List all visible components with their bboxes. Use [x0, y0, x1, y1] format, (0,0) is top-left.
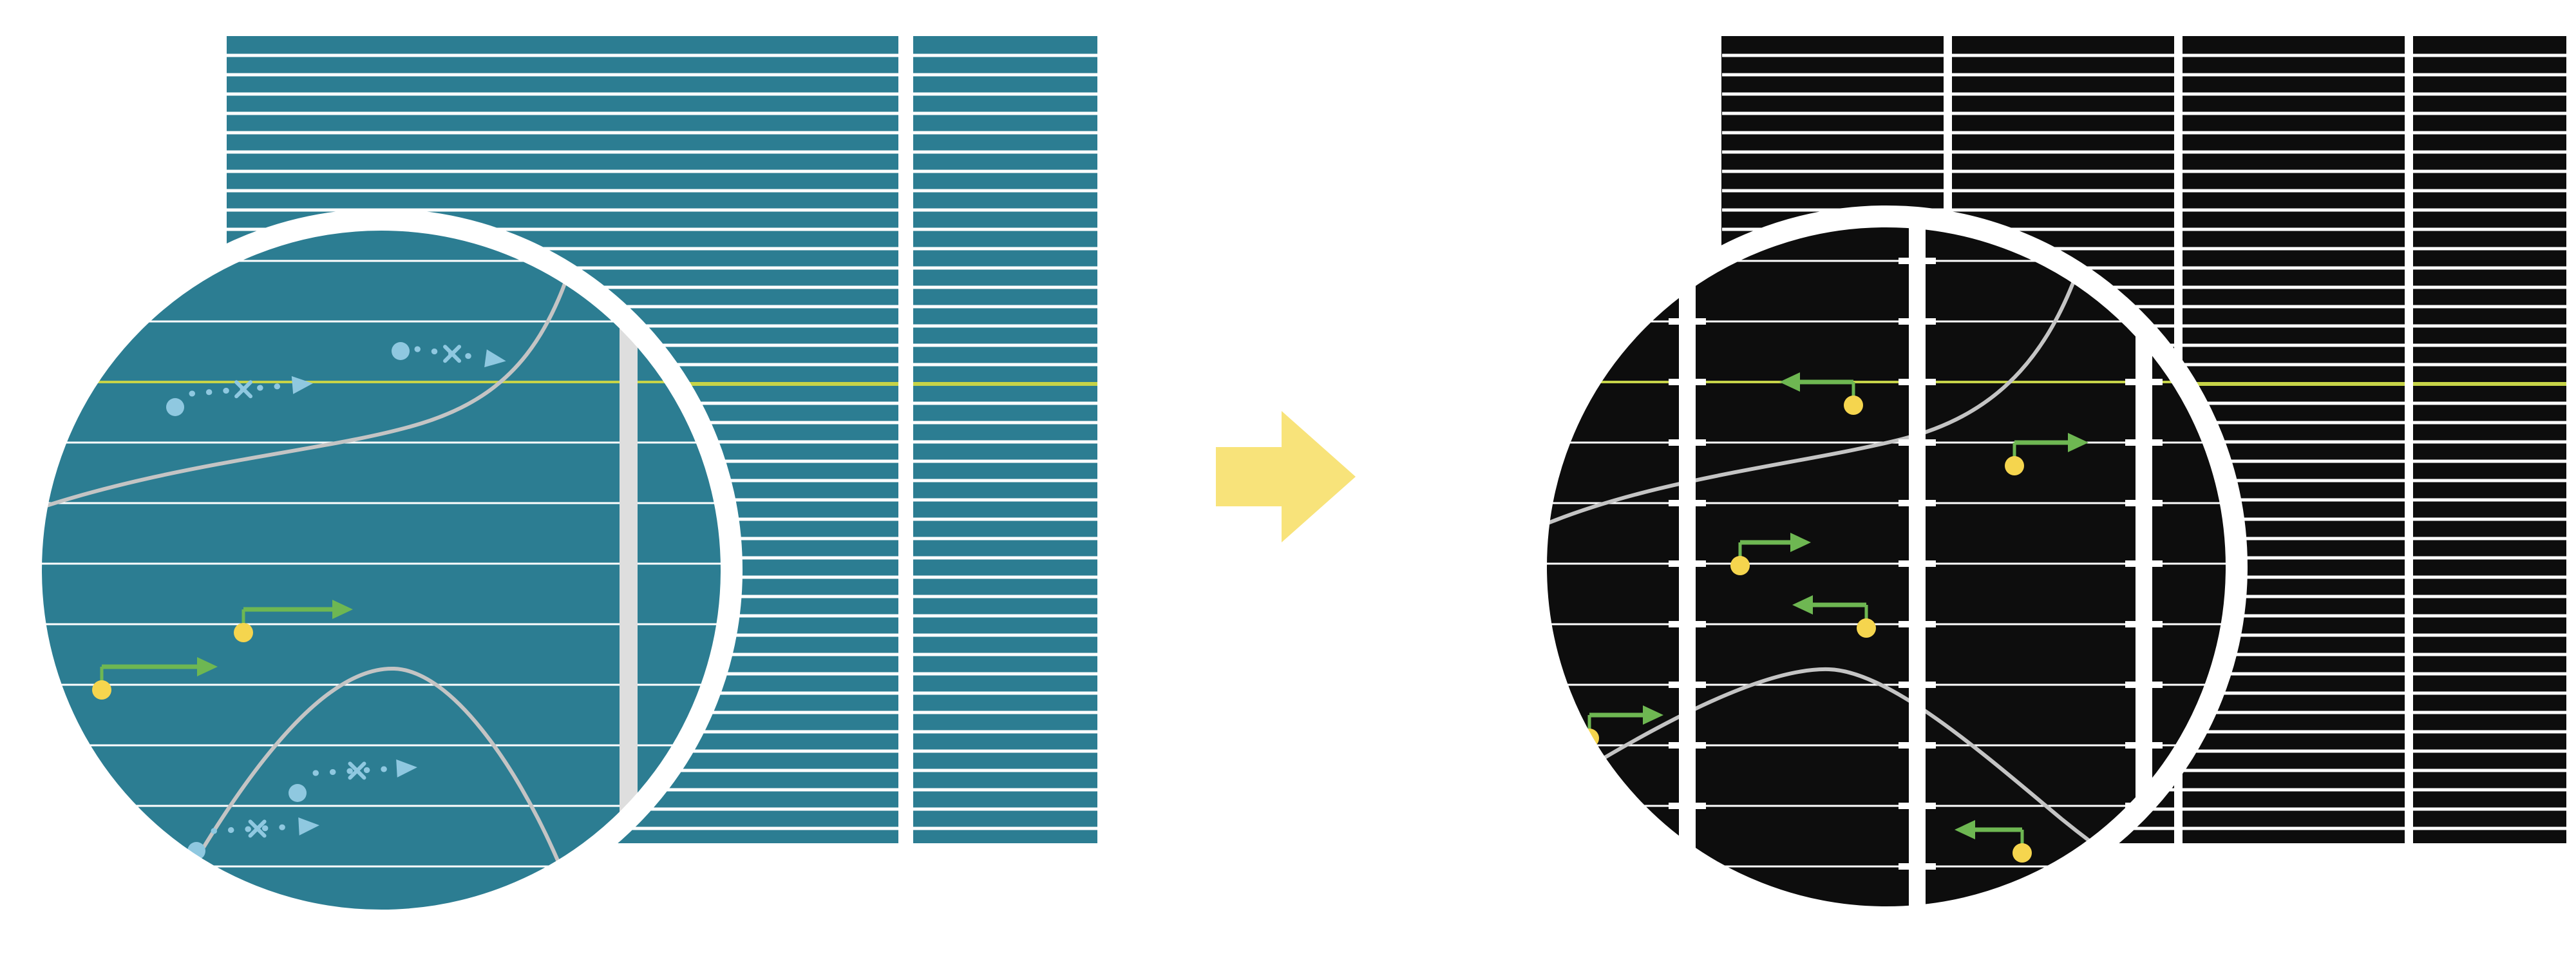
collected-carrier-arrowhead-icon	[1792, 595, 1813, 615]
collected-carrier-dot	[2012, 843, 2032, 863]
blocked-carrier-dotted-path	[312, 765, 399, 776]
collected-carrier-dot	[2005, 456, 2024, 475]
grain-boundary-line	[40, 229, 585, 517]
busbar-solder-pad	[1669, 379, 1706, 385]
collected-carrier-dot	[1857, 618, 1876, 638]
right-zoom-content	[1545, 225, 2228, 908]
busbar-solder-pad	[2125, 621, 2163, 627]
collected-carrier-arrowhead-icon	[197, 657, 218, 676]
busbar-solder-pad	[1899, 742, 1936, 749]
collected-carrier-dot	[1844, 396, 1863, 415]
right-zoom-carriers	[1580, 372, 2088, 863]
grain-boundary-line	[1545, 243, 2088, 531]
collected-carrier-dot	[1730, 556, 1750, 575]
right-zoom-busbar-group	[1669, 225, 2163, 908]
recombination-cross-icon	[348, 761, 366, 780]
busbar-solder-pad	[1899, 682, 1936, 688]
collected-carrier-arrowhead-icon	[1643, 705, 1663, 725]
collected-carrier-arrowhead-icon	[1779, 372, 1800, 392]
recombination-cross-icon	[443, 345, 462, 363]
busbar-solder-pad	[1899, 439, 1936, 446]
collected-carrier-dot	[234, 623, 253, 642]
busbar-solder-pad	[1899, 863, 1936, 870]
busbar-solder-pad	[1669, 803, 1706, 809]
busbar-solder-pad	[1899, 258, 1936, 264]
left-zoom-ring	[20, 209, 743, 931]
right-cell-strip-4	[2413, 36, 2566, 843]
blocked-carrier-arrowhead-icon	[484, 349, 506, 368]
busbar-solder-pad	[1899, 379, 1936, 385]
busbar-solder-pad	[1899, 803, 1936, 809]
busbar-solder-pad	[1669, 682, 1706, 688]
left-cell-side-wafer	[913, 36, 1097, 843]
collected-carrier-dot	[92, 680, 111, 700]
collected-carrier-arrowhead-icon	[2068, 433, 2088, 452]
recombination-cross-icon	[248, 819, 267, 838]
busbar-solder-pad	[1899, 318, 1936, 325]
busbar-solder-pad	[2125, 500, 2163, 506]
blocked-carrier-arrowhead-icon	[396, 759, 417, 778]
left-zoom-carriers	[92, 342, 506, 860]
busbar-solder-pad	[2125, 742, 2163, 749]
busbar-solder-pad	[2125, 863, 2163, 870]
blocked-carrier-dot	[289, 784, 307, 802]
collected-carrier-arrowhead-icon	[332, 600, 353, 619]
right-zoom-lens	[1525, 205, 2248, 928]
blocked-carrier-dot	[166, 398, 184, 416]
busbar-solder-pad	[1669, 621, 1706, 627]
busbar-solder-pad	[2125, 379, 2163, 385]
busbar-solder-pad	[1899, 500, 1936, 506]
right-zoom-busbar	[1909, 225, 1926, 908]
busbar-solder-pad	[2125, 560, 2163, 567]
busbar-solder-pad	[1899, 621, 1936, 627]
left-zoom-background	[40, 229, 723, 912]
collected-carrier-arrowhead-icon	[1955, 820, 1975, 839]
busbar-solder-pad	[1669, 439, 1706, 446]
right-zoom-busbar	[1679, 225, 1696, 908]
collected-carrier-arrowhead-icon	[1790, 533, 1811, 552]
busbar-solder-pad	[1899, 560, 1936, 567]
busbar-solder-pad	[1669, 742, 1706, 749]
busbar-solder-pad	[2125, 439, 2163, 446]
busbar-solder-pad	[2125, 682, 2163, 688]
blocked-carrier-arrowhead-icon	[291, 376, 313, 394]
blocked-carrier-arrowhead-icon	[298, 817, 319, 836]
blocked-carrier-dotted-path	[211, 823, 301, 834]
busbar-solder-pad	[1669, 500, 1706, 506]
right-zoom-background	[1545, 225, 2228, 908]
busbar-solder-pad	[1669, 560, 1706, 567]
busbar-solder-pad	[1669, 318, 1706, 325]
transition-arrow-icon	[1216, 411, 1356, 542]
recombination-cross-icon	[234, 380, 253, 399]
right-zoom-ring	[1525, 205, 2248, 928]
blocked-carrier-dot	[392, 342, 410, 360]
